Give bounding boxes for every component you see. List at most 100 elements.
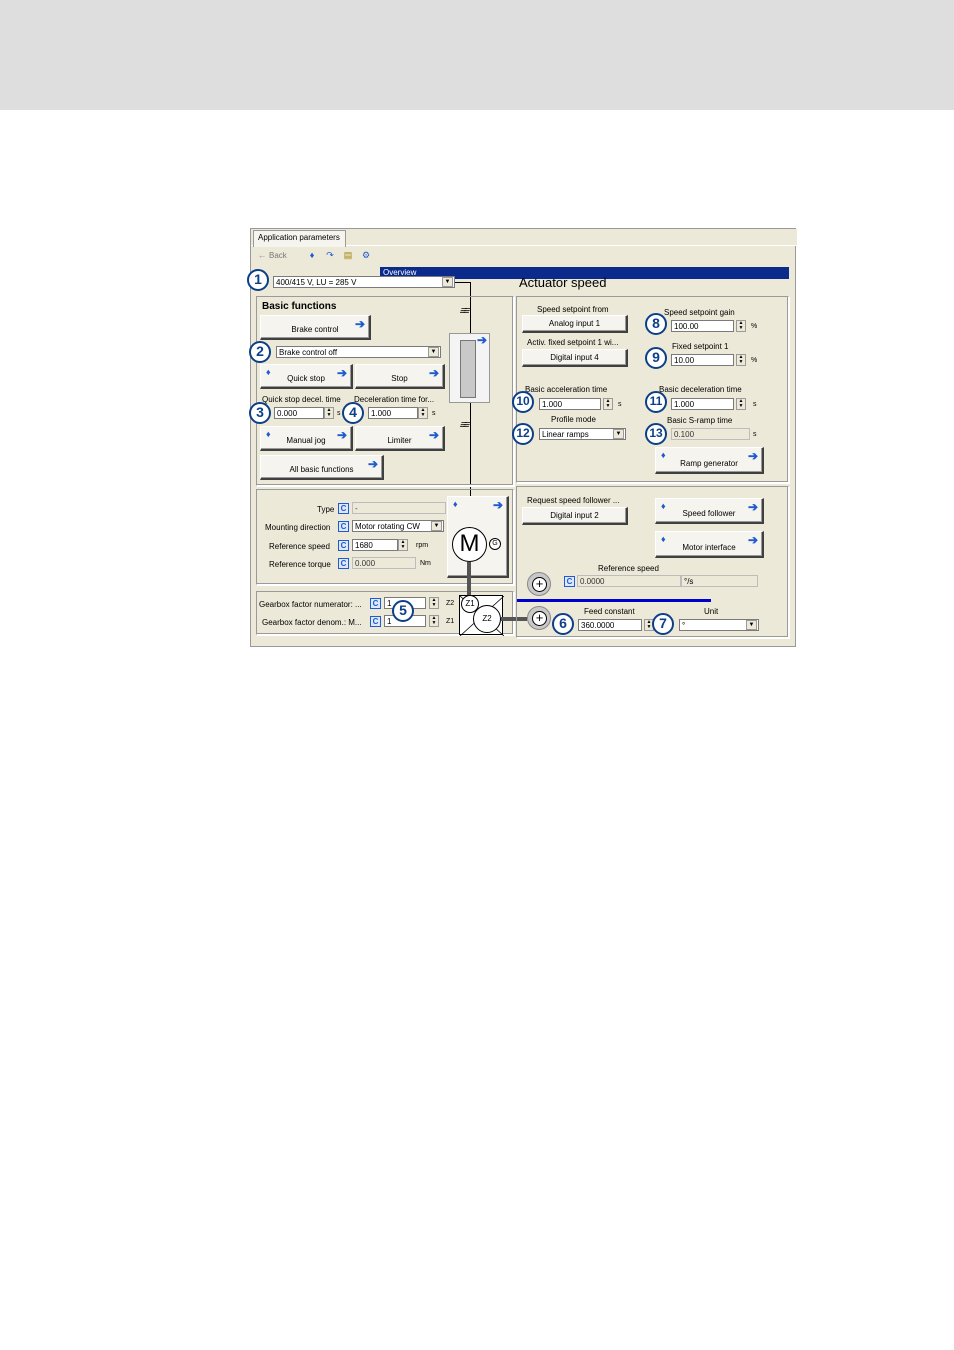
info-icon: ♦ <box>661 450 666 460</box>
c-icon[interactable]: C <box>338 540 349 551</box>
reference-torque-label: Reference torque <box>269 560 331 569</box>
spinner[interactable]: ▲▼ <box>429 615 439 627</box>
spinner[interactable]: ▲▼ <box>736 320 746 332</box>
callout-10: 10 <box>512 391 534 413</box>
arrow-right-icon: ➔ <box>354 317 365 331</box>
mounting-direction-select[interactable]: Motor rotating CW <box>352 520 444 532</box>
info-icon: ♦ <box>266 367 271 377</box>
callout-1: 1 <box>247 269 269 291</box>
follower-ref-speed-label: Reference speed <box>598 564 659 573</box>
c-icon[interactable]: C <box>338 521 349 532</box>
arrow-right-icon: ➔ <box>367 457 378 471</box>
brake-mode-select[interactable]: Brake control off <box>276 346 441 358</box>
gain-input[interactable]: 100.00 <box>671 320 734 332</box>
callout-2: 2 <box>249 341 271 363</box>
chevron-down-icon[interactable]: ▼ <box>442 277 453 287</box>
gear-z2: Z2 <box>473 605 501 633</box>
arrow-right-icon: ➔ <box>428 428 439 442</box>
speed-setpoint-source-button[interactable]: Analog input 1 <box>522 315 628 333</box>
reference-speed-label: Reference speed <box>269 542 330 551</box>
info-icon[interactable]: ♦ <box>309 250 315 260</box>
speed-follower-button[interactable]: ♦ ➔ Speed follower <box>655 498 764 524</box>
reference-speed-input[interactable]: 1680 <box>352 539 398 551</box>
basic-functions-panel <box>256 296 514 486</box>
quick-stop-button[interactable]: ♦ ➔ Quick stop <box>260 364 353 389</box>
inverter-device-button[interactable]: ➔ <box>449 333 490 403</box>
callout-13: 13 <box>645 423 667 445</box>
deceleration-input[interactable]: 1.000 <box>671 398 734 410</box>
settings-icon[interactable]: ⚙ <box>361 250 371 260</box>
spinner[interactable]: ▲▼ <box>603 398 613 410</box>
callout-6: 6 <box>552 613 574 635</box>
c-icon[interactable]: C <box>338 558 349 569</box>
chevron-down-icon[interactable]: ▼ <box>613 429 624 439</box>
encoder-symbol: G <box>489 538 501 550</box>
brake-control-button[interactable]: ➔ Brake control <box>260 315 371 340</box>
decel-input[interactable]: 1.000 <box>368 407 418 419</box>
back-arrow-icon: ← <box>257 250 267 260</box>
actuator-speed-title: Actuator speed <box>519 275 607 290</box>
output-shaft <box>501 617 527 621</box>
chevron-down-icon[interactable]: ▼ <box>746 620 757 630</box>
gearbox-denominator-label: Gearbox factor denom.: M... <box>262 618 362 627</box>
arrow-right-icon: ➔ <box>428 366 439 380</box>
all-basic-functions-button[interactable]: ➔ All basic functions <box>260 455 384 480</box>
callout-5: 5 <box>392 600 414 622</box>
c-icon[interactable]: C <box>370 616 381 627</box>
profile-mode-label: Profile mode <box>551 415 596 424</box>
arrow-right-icon: ➔ <box>492 498 503 512</box>
profile-mode-select[interactable]: Linear ramps <box>539 428 626 440</box>
info-icon: ♦ <box>661 501 666 511</box>
basic-functions-title: Basic functions <box>262 301 337 312</box>
s-ramp-value: 0.100 <box>671 428 750 440</box>
chevron-down-icon[interactable]: ▼ <box>428 347 439 357</box>
spinner[interactable]: ▲▼ <box>736 398 746 410</box>
tab-application-parameters[interactable]: Application parameters <box>253 230 346 247</box>
application-window: Application parameters ← Back ♦ ↷ ▤ ⚙ Ov… <box>250 228 797 647</box>
back-button[interactable]: Back <box>269 251 287 260</box>
callout-12: 12 <box>512 423 534 445</box>
percent-unit: % <box>751 357 758 364</box>
manual-jog-button[interactable]: ♦ ➔ Manual jog <box>260 426 353 451</box>
c-icon[interactable]: C <box>338 503 349 514</box>
arrow-right-icon: ➔ <box>747 500 758 514</box>
c-icon[interactable]: C <box>564 576 575 587</box>
c-icon[interactable]: C <box>370 598 381 609</box>
gain-label: Speed setpoint gain <box>664 308 735 317</box>
fixed-activ-source-button[interactable]: Digital input 4 <box>522 349 628 367</box>
stop-button[interactable]: ➔ Stop <box>355 364 445 389</box>
spinner[interactable]: ▲▼ <box>418 407 428 419</box>
request-follower-source-button[interactable]: Digital input 2 <box>522 507 628 525</box>
spinner[interactable]: ▲▼ <box>736 354 746 366</box>
acceleration-input[interactable]: 1.000 <box>539 398 601 410</box>
callout-8: 8 <box>645 313 667 335</box>
callout-7: 7 <box>652 613 674 635</box>
mounting-direction-label: Mounting direction <box>265 523 331 532</box>
ramp-generator-button[interactable]: ♦ ➔ Ramp generator <box>655 447 764 474</box>
callout-4: 4 <box>342 402 364 424</box>
spinner[interactable]: ▲▼ <box>398 539 408 551</box>
mains-voltage-select[interactable]: 400/415 V, LU = 285 V <box>273 276 455 288</box>
deceleration-label: Basic deceleration time <box>659 385 742 394</box>
reference-torque-value: 0.000 <box>352 557 416 569</box>
unit-s: s <box>618 401 622 408</box>
gearbox-numerator-label: Gearbox factor numerator: ... <box>259 600 362 609</box>
fixed1-input[interactable]: 10.00 <box>671 354 734 366</box>
spinner[interactable]: ▲▼ <box>429 597 439 609</box>
speed-setpoint-from-label: Speed setpoint from <box>537 305 609 314</box>
qs-decel-input[interactable]: 0.000 <box>274 407 324 419</box>
unit-select[interactable]: ° <box>679 619 759 631</box>
feed-constant-input[interactable]: 360.0000 <box>578 619 642 631</box>
spinner[interactable]: ▲▼ <box>324 407 334 419</box>
add-icon: + <box>527 606 551 630</box>
motor-symbol: M <box>452 527 487 562</box>
info-icon: ♦ <box>661 534 666 544</box>
motor-interface-button[interactable]: ♦ ➔ Motor interface <box>655 531 764 558</box>
follower-ref-speed-unit: °/s <box>681 575 758 587</box>
parameter-list-icon[interactable]: ▤ <box>343 250 353 260</box>
goto-icon[interactable]: ↷ <box>326 250 334 260</box>
header-band <box>0 0 954 110</box>
unit-s: s <box>337 410 341 417</box>
limiter-button[interactable]: ➔ Limiter <box>355 426 445 451</box>
chevron-down-icon[interactable]: ▼ <box>431 521 442 531</box>
